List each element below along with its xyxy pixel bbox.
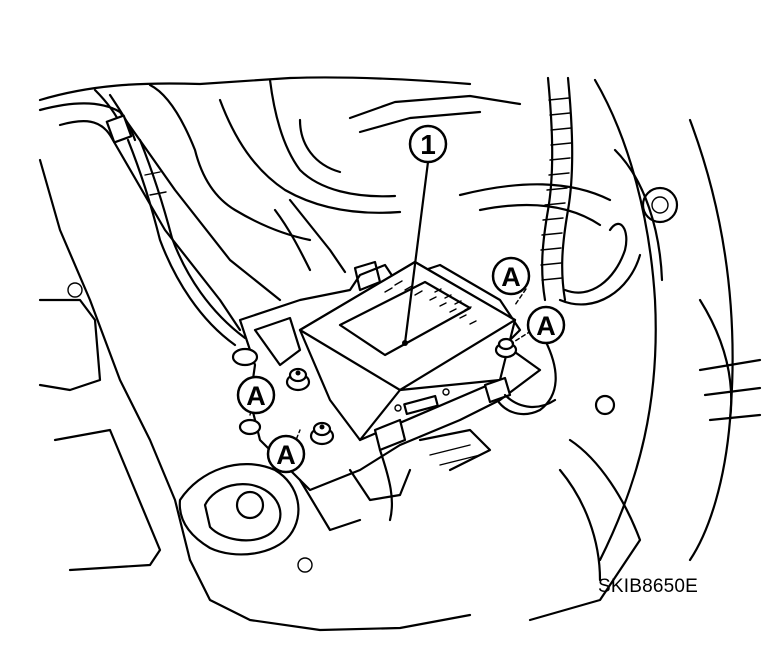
callout-a-right: A bbox=[526, 305, 566, 345]
callout-a-left: A bbox=[236, 375, 276, 415]
nut-lower-left bbox=[309, 421, 335, 446]
nut-upper-left bbox=[285, 367, 311, 392]
rear-panel bbox=[148, 78, 612, 274]
fastener-nuts bbox=[231, 337, 518, 446]
figure-code: SKIB8650E bbox=[598, 576, 699, 597]
callout-a-bottom-label: A bbox=[276, 440, 296, 470]
body-panel bbox=[38, 76, 472, 632]
callout-a-right-label: A bbox=[536, 311, 556, 341]
callout-a-top-label: A bbox=[501, 262, 521, 292]
callout-1-label: 1 bbox=[420, 129, 436, 160]
callout-a-top: A bbox=[491, 256, 531, 296]
left-harness bbox=[93, 88, 247, 347]
right-pillar bbox=[528, 78, 762, 622]
callout-a-bottom: A bbox=[266, 434, 306, 474]
right-harness bbox=[493, 76, 642, 416]
nut-upper-right bbox=[494, 337, 518, 359]
callout-a-left-label: A bbox=[246, 381, 266, 411]
clip-left bbox=[231, 347, 262, 436]
callout-1: 1 bbox=[408, 124, 448, 164]
